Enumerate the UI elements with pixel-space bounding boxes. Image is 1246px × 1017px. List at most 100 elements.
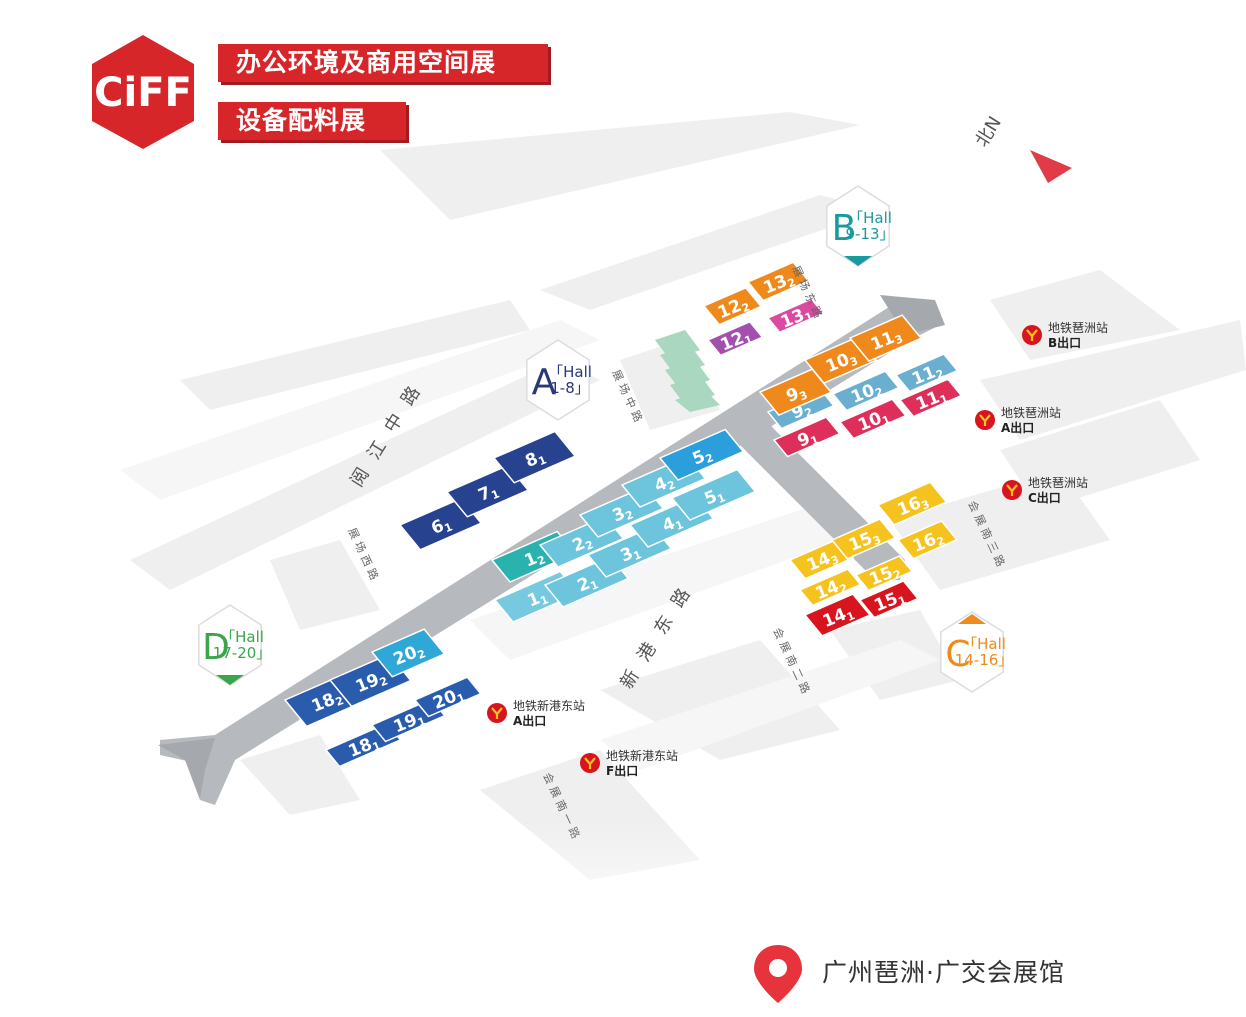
area-markers: A「Hall1-8」B「Hall9-13」C「Hall14-16」D「Hall1… — [198, 185, 1014, 693]
area-letter: A — [532, 362, 557, 403]
hall-sublabel: 3 — [893, 332, 905, 347]
hall-sublabel: 3 — [848, 354, 860, 369]
hall-sublabel: 2 — [935, 534, 947, 549]
hall-sublabel: 1 — [455, 691, 467, 706]
ciff-logo: CiFF — [92, 35, 194, 149]
metro-station-name: 地铁琶洲站 — [1001, 406, 1061, 420]
area-label: 「Hall — [220, 628, 264, 646]
hall-5-2[interactable]: 52 — [658, 428, 745, 481]
north-indicator: 北N — [971, 113, 1072, 183]
metro-markers: 地铁琶洲站B出口地铁琶洲站A出口地铁琶洲站C出口地铁新港东站A出口地铁新港东站F… — [487, 321, 1108, 778]
banner-office: 办公环境及商用空间展 — [218, 44, 548, 82]
hall-sublabel: 2 — [334, 694, 346, 709]
hall-sublabel: 2 — [740, 300, 752, 315]
metro-exit: C出口 — [1028, 490, 1061, 505]
hall-20-1[interactable]: 201 — [413, 676, 482, 718]
logo-text: CiFF — [94, 70, 192, 116]
area-letter: B — [832, 208, 857, 249]
hall-20-2[interactable]: 202 — [370, 628, 446, 678]
area-range: 1-8」 — [550, 379, 590, 397]
hall-13-2[interactable]: 132 — [746, 261, 810, 302]
road-bands — [120, 320, 940, 770]
hall-sublabel: 2 — [891, 567, 903, 582]
area-range: 17-20」 — [213, 644, 272, 662]
hall-9-1[interactable]: 91 — [772, 416, 841, 458]
hall-14-3[interactable]: 143 — [788, 538, 855, 580]
hall-6-1[interactable]: 61 — [398, 497, 483, 551]
area-label: 「Hall — [548, 363, 592, 381]
hall-sublabel: 2 — [803, 405, 815, 420]
hall-sublabel: 3 — [829, 553, 841, 568]
hall-7-1[interactable]: 71 — [445, 464, 530, 518]
metro-station-name: 地铁琶洲站 — [1028, 476, 1088, 490]
north-arrow-icon — [1030, 150, 1072, 183]
hall-sublabel: 1 — [632, 548, 644, 563]
hall-sublabel: 2 — [873, 385, 885, 400]
metro-station-name: 地铁琶洲站 — [1048, 321, 1108, 335]
hall-sublabel: 2 — [704, 451, 716, 466]
hall-sublabel: 2 — [838, 581, 850, 596]
hall-8-1[interactable]: 81 — [492, 430, 577, 484]
hall-sublabel: 2 — [934, 367, 946, 382]
hall-sublabel: 1 — [938, 392, 950, 407]
location-pin-icon — [754, 945, 802, 1003]
hall-12-1[interactable]: 121 — [706, 320, 764, 357]
metro-exit: F出口 — [606, 763, 638, 778]
hall-sublabel: 1 — [896, 593, 908, 608]
metro-exit: A出口 — [513, 713, 546, 728]
north-label: 北N — [971, 113, 1005, 151]
hall-sublabel: 1 — [537, 453, 549, 468]
area-letter: D — [202, 627, 230, 668]
hall-sublabel: 2 — [624, 508, 636, 523]
area-letter: C — [945, 634, 970, 675]
banner-equipment: 设备配料展 — [218, 102, 406, 140]
hall-11-3[interactable]: 113 — [848, 314, 923, 363]
hall-sublabel: 1 — [845, 609, 857, 624]
hall-sublabel: 2 — [786, 276, 798, 291]
city-blocks — [130, 112, 1246, 880]
venue-name: 广州琶洲·广交会展馆 — [822, 958, 1065, 987]
hall-sublabel: 1 — [880, 413, 892, 428]
area-arrow-up-icon — [958, 614, 986, 624]
hall-sublabel: 1 — [803, 310, 815, 325]
hall-sublabel: 1 — [809, 433, 821, 448]
hall-sublabel: 2 — [666, 478, 678, 493]
hall-9-3[interactable]: 93 — [758, 368, 833, 417]
hall-group-green-striped — [655, 330, 720, 412]
hall-15-3[interactable]: 153 — [830, 518, 897, 560]
hall-sublabel: 1 — [716, 491, 728, 506]
area-range: 9-13」 — [845, 225, 894, 243]
hall-sublabel: 1 — [589, 578, 601, 593]
hall-sublabel: 2 — [536, 553, 548, 568]
area-range: 14-16」 — [955, 651, 1014, 669]
area-label: 「Hall — [848, 209, 892, 227]
hall-sublabel: 2 — [584, 538, 596, 553]
hall-sublabel: 1 — [743, 333, 755, 348]
hall-sublabel: 3 — [797, 388, 809, 403]
metro-exit: A出口 — [1001, 420, 1034, 435]
metro-station-name: 地铁新港东站 — [513, 698, 585, 713]
hall-sublabel: 2 — [416, 647, 428, 662]
hall-5-1[interactable]: 51 — [670, 468, 757, 521]
hall-sublabel: 3 — [871, 533, 883, 548]
area-arrow-down-icon — [844, 256, 872, 266]
hall-12-2[interactable]: 122 — [702, 286, 763, 326]
area-arrow-down-icon — [216, 675, 244, 685]
area-label: 「Hall — [962, 635, 1006, 653]
hall-sublabel: 1 — [443, 520, 455, 535]
hall-sublabel: 3 — [920, 498, 932, 513]
hall-sublabel: 2 — [378, 674, 390, 689]
metro-exit: B出口 — [1048, 335, 1081, 350]
